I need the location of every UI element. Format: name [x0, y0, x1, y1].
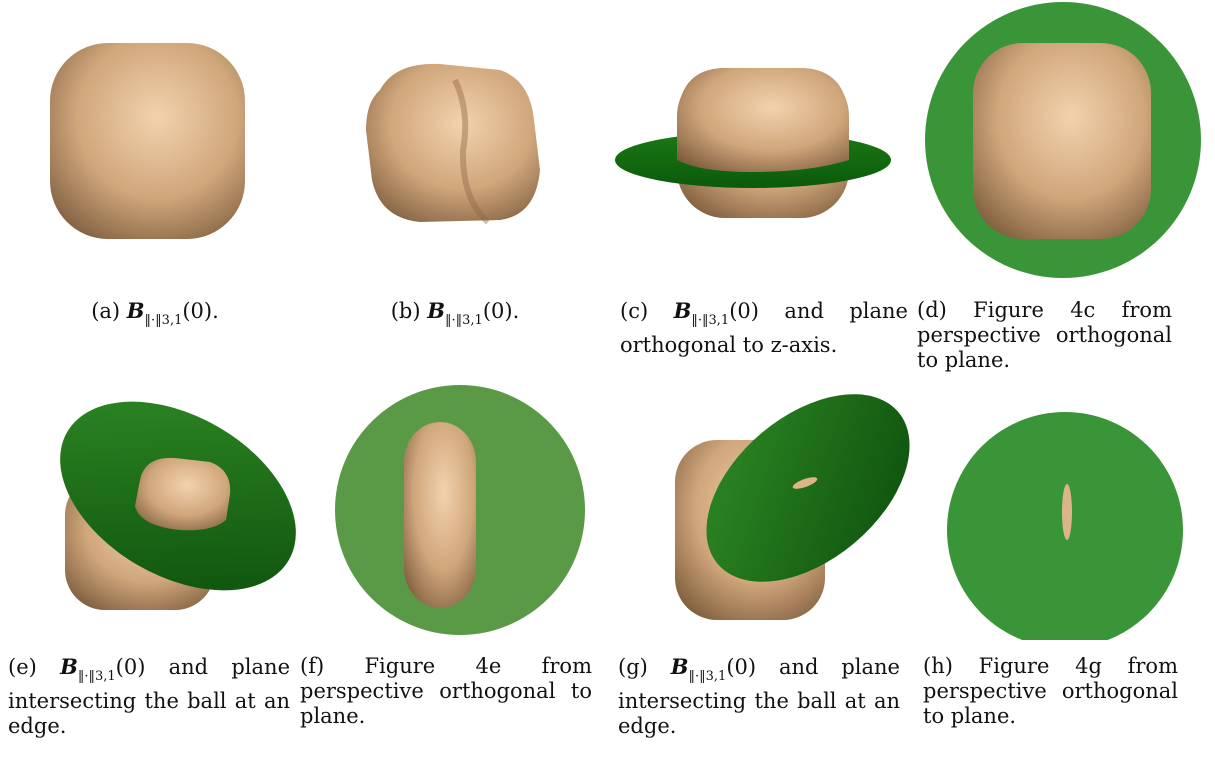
panel-d: (d) Figure 4c from perspective orthogona…: [915, 0, 1215, 400]
panel-g: [610, 380, 910, 640]
panel-a: (a) B‖·‖3,1(0).: [0, 0, 300, 380]
caption-d: (d) Figure 4c from perspective orthogona…: [917, 298, 1172, 372]
panel-h: [915, 380, 1215, 640]
caption-f: (f) Figure 4e from perspective orthogona…: [300, 654, 592, 728]
panel-c: (c) B‖·‖3,1(0) and plane orthogonal to z…: [610, 0, 910, 380]
panel-f: [300, 380, 610, 640]
caption-b: (b) B‖·‖3,1(0).: [390, 298, 520, 328]
plane-view-with-cube: [925, 2, 1201, 278]
caption-g: (g) B‖·‖3,1(0) and plane intersecting th…: [618, 654, 900, 738]
caption-e-text: (e) B‖·‖3,1(0) and plane intersecting th…: [8, 654, 290, 738]
plane-view-with-small-section: [947, 412, 1183, 640]
caption-a: (a) B‖·‖3,1(0).: [91, 298, 219, 328]
rounded-cube-with-edge-plane: [675, 394, 910, 620]
caption-h: (h) Figure 4g from perspective orthogona…: [923, 654, 1178, 728]
panel-b: (b) B‖·‖3,1(0).: [300, 0, 600, 380]
panel-e: [0, 380, 300, 767]
plane-view-with-elongated-section: [335, 385, 585, 635]
rounded-cube-with-tilted-plane: [60, 401, 296, 610]
caption-c: (c) B‖·‖3,1(0) and plane orthogonal to z…: [620, 298, 908, 357]
rounded-cube-front-view: [50, 43, 245, 239]
rounded-cube-with-horizontal-plane: [615, 68, 891, 218]
rounded-cube-tilted-view: [366, 63, 540, 225]
